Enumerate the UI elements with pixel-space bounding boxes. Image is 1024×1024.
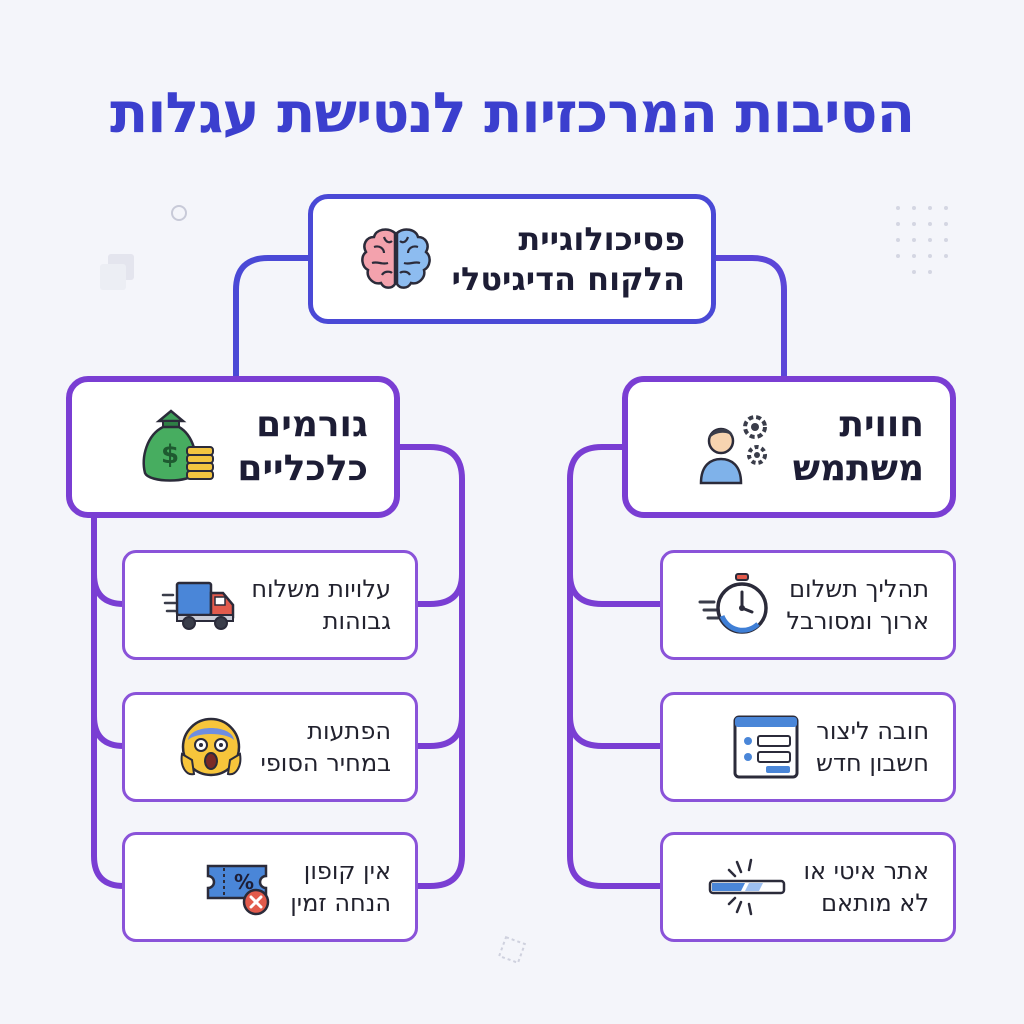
decor-dot-grid	[896, 206, 948, 274]
leaf-long-checkout: תהליך תשלום ארוך ומסורבל	[660, 550, 956, 660]
signup-form-icon	[733, 715, 799, 779]
money-bag-icon: $	[143, 409, 215, 482]
page-title: הסיבות המרכזיות לנטישת עגלות	[109, 81, 915, 146]
category-economic-factors: גורמים כלכליים $	[66, 376, 400, 518]
decor-circle	[171, 205, 187, 221]
svg-text:%: %	[234, 870, 254, 894]
leaf-price-surprises: הפתעות במחיר הסופי	[122, 692, 418, 802]
connector-root-left	[233, 255, 308, 376]
coupon-cancel-icon: %	[206, 864, 270, 916]
svg-text:$: $	[161, 440, 179, 470]
connector-right-branch	[567, 444, 660, 889]
leaf-no-coupon: אין קופון הנחה זמין %	[122, 832, 418, 942]
leaf-shipping-costs: עלויות משלוח גבוהות	[122, 550, 418, 660]
leaf-forced-signup: חובה ליצור חשבון חדש	[660, 692, 956, 802]
connector-left-inner	[91, 518, 125, 889]
stopwatch-icon	[698, 573, 769, 634]
shocked-face-icon	[181, 717, 242, 777]
root-node: פסיכולוגיית הלקוח הדיגיטלי	[308, 194, 716, 324]
user-gears-icon	[699, 415, 767, 485]
brain-icon	[360, 228, 431, 289]
loading-bar-icon	[709, 858, 786, 916]
decor-diamond	[497, 935, 527, 965]
connector-root-right	[716, 255, 787, 376]
leaf-slow-site: אתר איטי או לא מותאם	[660, 832, 956, 942]
root-label: פסיכולוגיית הלקוח הדיגיטלי	[451, 220, 685, 298]
category-user-experience: חווית משתמש	[622, 376, 956, 518]
delivery-truck-icon	[162, 581, 235, 630]
category-label: גורמים כלכליים	[237, 404, 368, 489]
category-label: חווית משתמש	[792, 404, 924, 489]
connector-left-outer	[398, 444, 465, 889]
decor-squares	[100, 254, 134, 290]
